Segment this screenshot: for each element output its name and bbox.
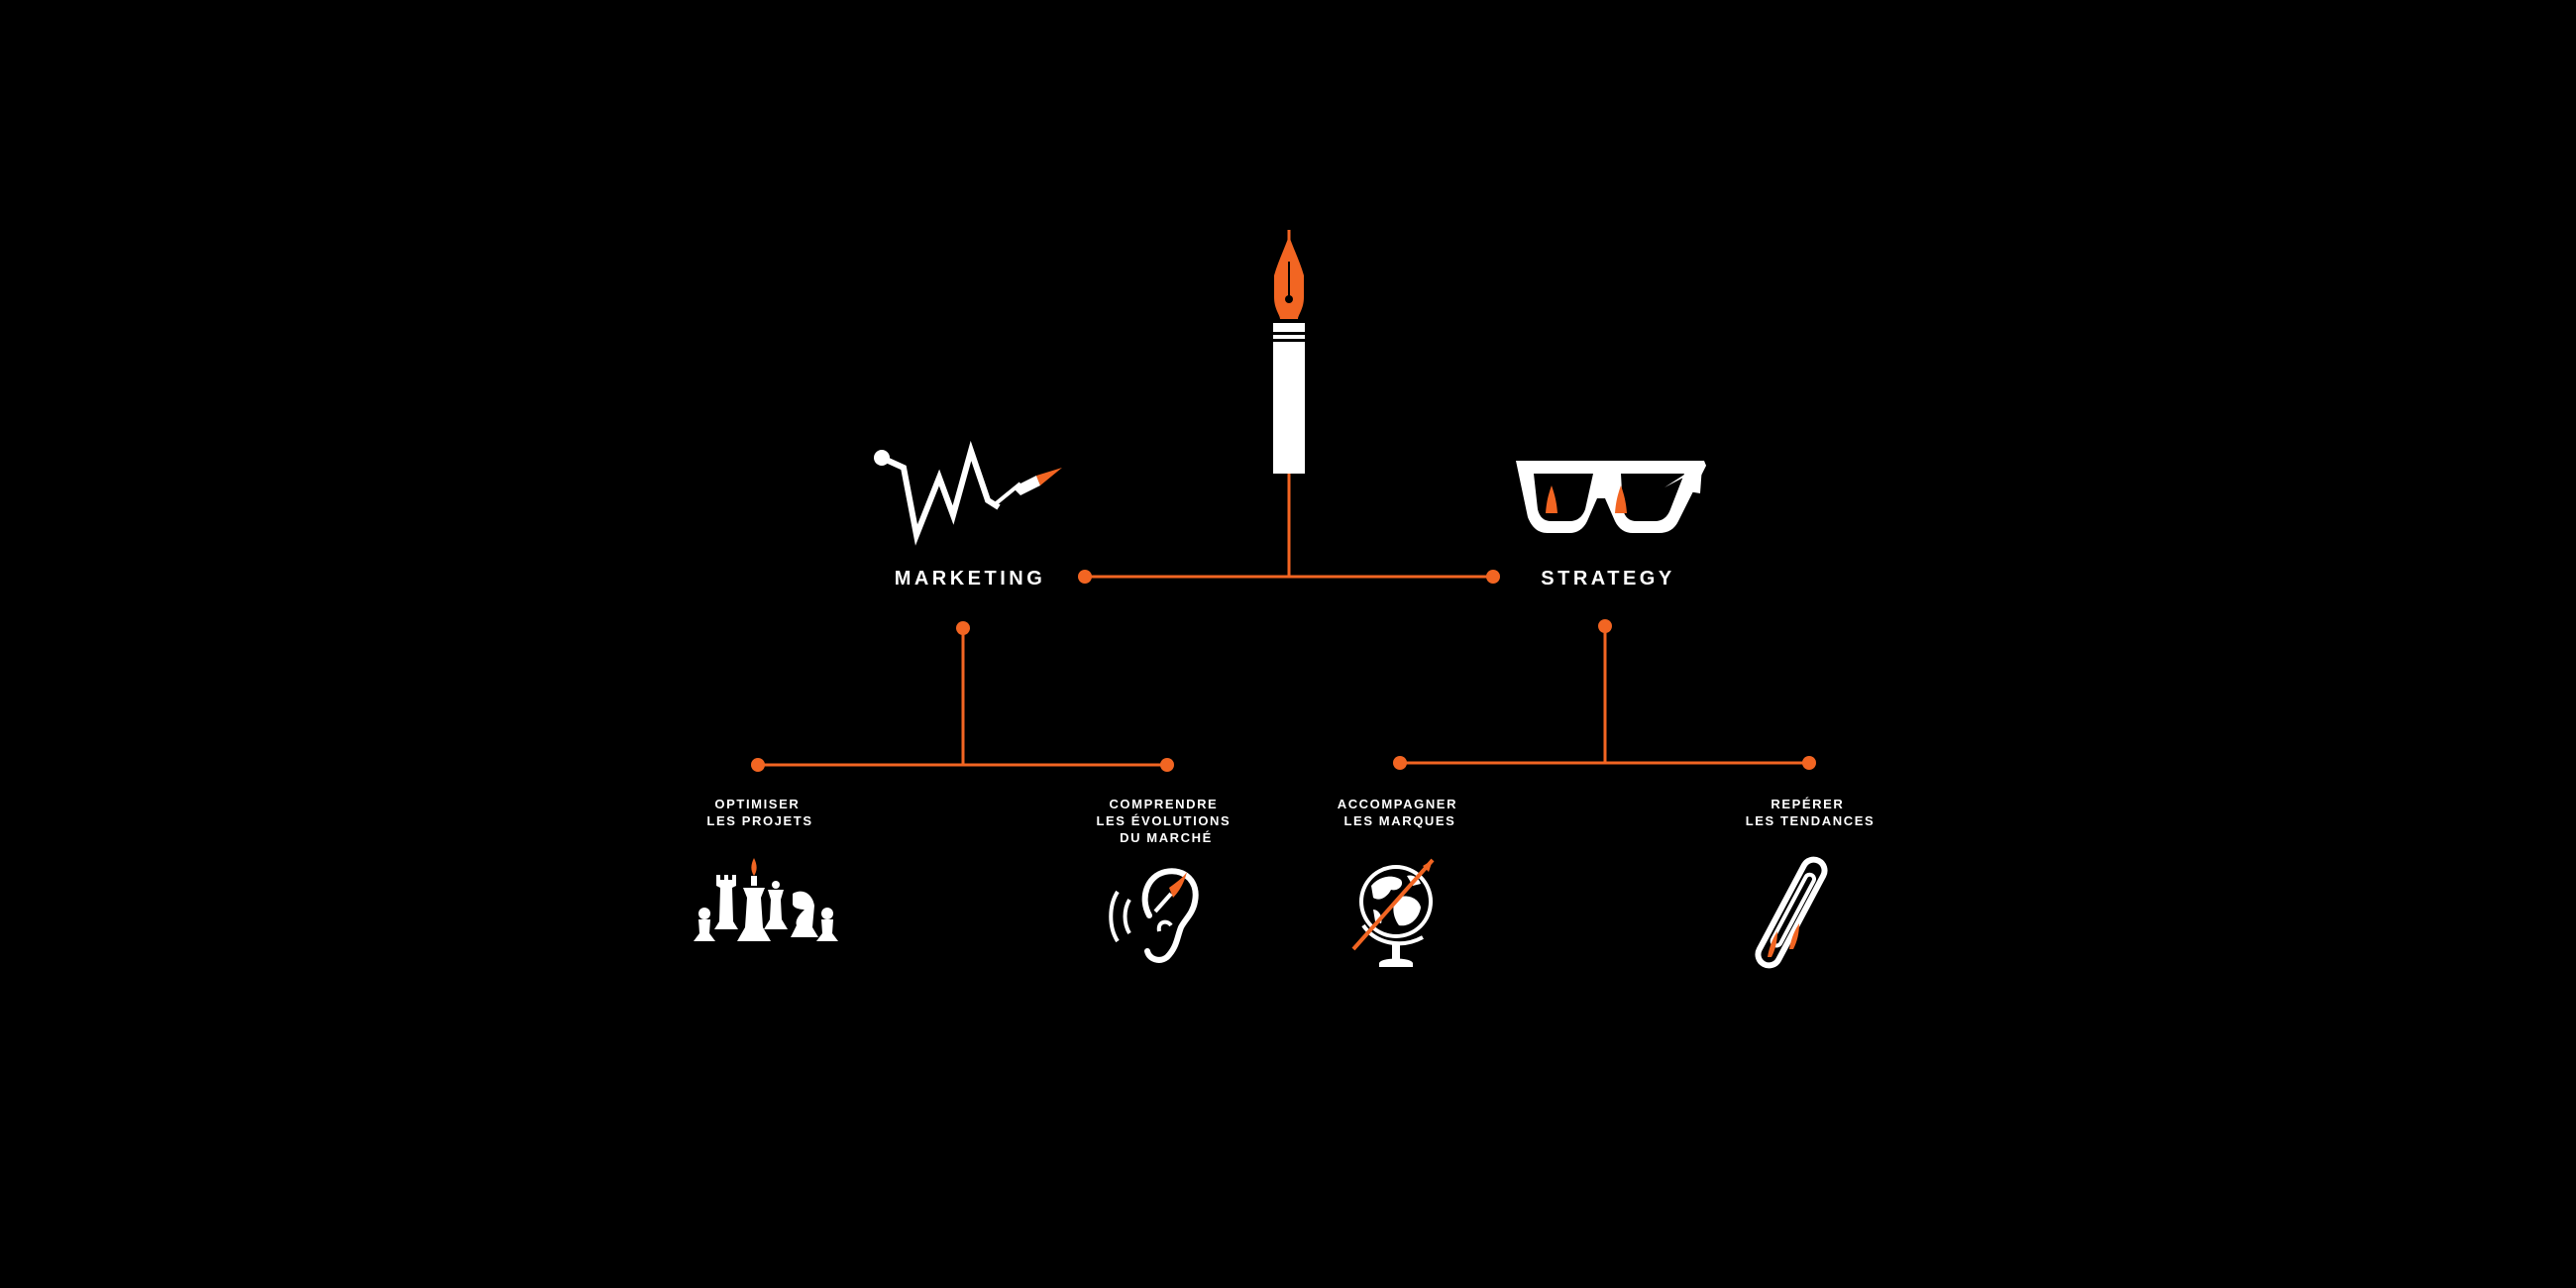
fountain-pen-icon	[1273, 230, 1305, 474]
branch-label-strategy: STRATEGY	[1541, 568, 1674, 590]
connector-dot	[1393, 756, 1407, 770]
leaf-label-optimiser: OPTIMISER LES PROJETS	[706, 797, 812, 828]
glasses-icon	[1516, 461, 1706, 533]
leaf-label-line: ACCOMPAGNER	[1338, 797, 1457, 811]
connector-dot	[956, 621, 970, 635]
leaf-label-comprendre: COMPRENDRE LES ÉVOLUTIONS DU MARCHÉ	[1096, 797, 1235, 845]
leaf-label-line: COMPRENDRE	[1109, 797, 1218, 811]
connector-dots	[751, 570, 1816, 772]
connector-lines	[758, 474, 1809, 767]
connector-dot	[1078, 570, 1092, 584]
connector-dot	[1486, 570, 1500, 584]
leaf-label-line: LES ÉVOLUTIONS	[1096, 813, 1231, 828]
leaf-label-line: DU MARCHÉ	[1120, 830, 1213, 845]
globe-icon	[1351, 858, 1435, 967]
leaf-label-accompagner: ACCOMPAGNER LES MARQUES	[1338, 797, 1463, 828]
paperclip-icon	[1755, 856, 1828, 969]
leaf-label-line: LES MARQUES	[1344, 813, 1456, 828]
chess-pieces-icon	[694, 858, 838, 941]
connector-dot	[751, 758, 765, 772]
leaf-label-line: OPTIMISER	[714, 797, 800, 811]
branch-label-marketing: MARKETING	[895, 568, 1046, 590]
leaf-label-line: LES PROJETS	[706, 813, 812, 828]
connector-dot	[1160, 758, 1174, 772]
leaf-label-reperer: REPÉRER LES TENDANCES	[1746, 797, 1876, 828]
signal-wave-pen-icon	[874, 440, 1062, 546]
ear-pen-icon	[1109, 868, 1199, 963]
connector-dot	[1598, 619, 1612, 633]
leaf-label-line: LES TENDANCES	[1746, 813, 1876, 828]
leaf-label-line: REPÉRER	[1771, 797, 1844, 811]
connector-dot	[1802, 756, 1816, 770]
